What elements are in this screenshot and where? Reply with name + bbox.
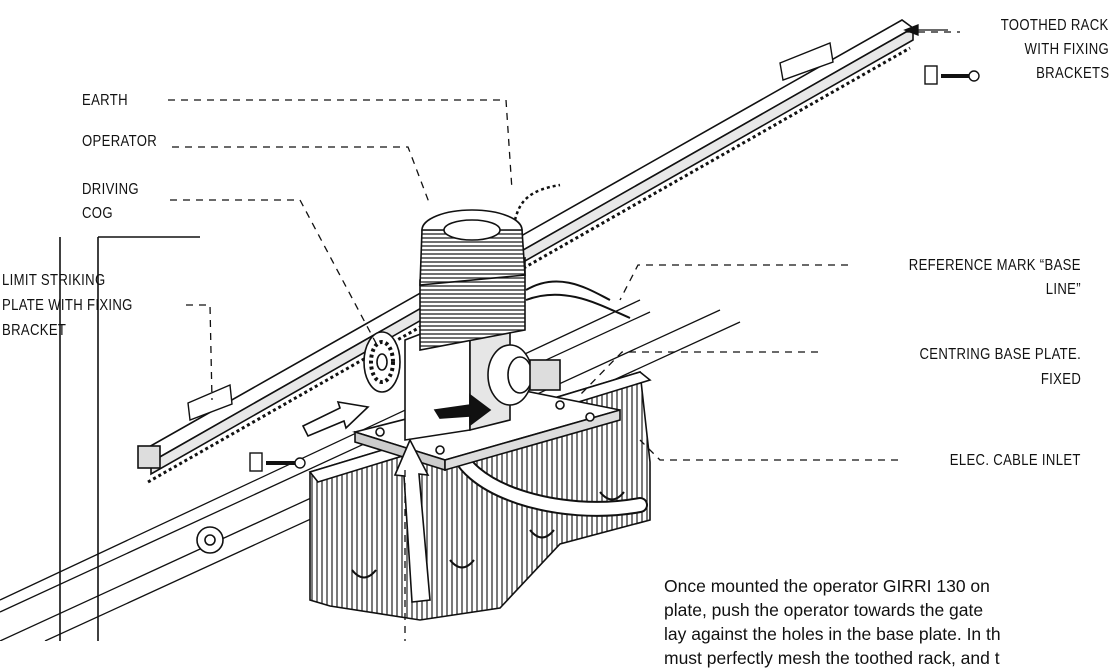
instruction-line-1: Once mounted the operator GIRRI 130 on [664,576,990,596]
label-toothed-rack-line-1: TOOTHED RACK [1001,17,1109,34]
instruction-line-2: plate, push the operator towards the gat… [664,600,984,620]
label-limit-plate-line-2: PLATE WITH FIXING [2,297,133,314]
instruction-line-4: must perfectly mesh the toothed rack, an… [664,648,1000,668]
label-centring-plate-line-1: CENTRING BASE PLATE. [919,346,1081,363]
label-limit-plate-line-3: BRACKET [2,322,67,339]
label-limit-plate-line-1: LIMIT STRIKING [2,272,106,289]
instruction-line-3: lay against the holes in the base plate.… [664,624,1001,644]
label-earth: EARTH [82,92,128,109]
label-reference-mark-line-2: LINE” [1045,281,1081,298]
fixing-bolt-icon [249,65,980,472]
rack-bracket-icon [187,42,834,421]
label-cable-inlet: ELEC. CABLE INLET [950,452,1081,469]
leader-lines [168,31,960,641]
label-driving-cog-line-2: COG [82,205,113,222]
label-toothed-rack-line-3: BRACKETS [1035,65,1109,82]
driving-cog-icon [363,331,401,393]
label-centring-plate-line-2: FIXED [1040,371,1081,388]
gate-wheel-icon [196,526,224,554]
label-driving-cog-line-1: DRIVING [82,181,139,198]
diagram-stage: EARTH OPERATOR DRIVING COG LIMIT STRIKIN… [0,17,1109,668]
gate-post-icon [59,236,200,641]
direction-arrow-icon [301,393,492,603]
instruction-paragraph: Once mounted the operator GIRRI 130 on p… [664,574,1117,670]
toothed-rack-icon [137,19,915,484]
label-operator: OPERATOR [82,133,158,150]
mechanical-drawing [0,19,980,641]
operator-motor-icon [404,183,631,441]
label-reference-mark-line-1: REFERENCE MARK “BASE [908,257,1081,274]
label-toothed-rack-line-2: WITH FIXING [1024,41,1109,58]
